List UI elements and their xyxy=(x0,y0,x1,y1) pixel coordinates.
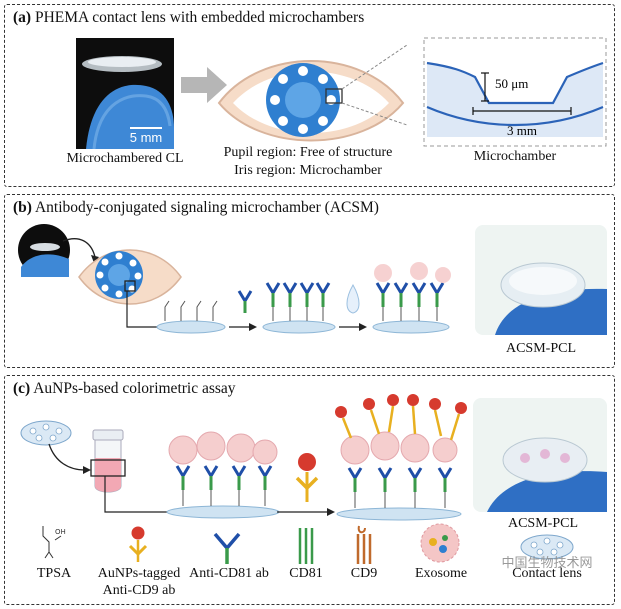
legend-contact-lens: Contact lens xyxy=(512,566,582,581)
exosome-icon xyxy=(420,523,460,563)
microchamber-section: 50 μm 3 mm xyxy=(423,37,607,147)
legend-cd81: CD81 xyxy=(289,566,323,581)
watermark-text: 中国生物技术网 xyxy=(501,556,593,571)
arrow-icon xyxy=(181,67,227,103)
lens-caption: Microchambered CL xyxy=(66,151,184,166)
antibody-icon xyxy=(237,290,253,313)
svg-text:OH: OH xyxy=(55,528,66,536)
tpsa-icon: OH xyxy=(42,526,66,559)
sample-tube xyxy=(90,429,126,493)
chamber-caption: Microchamber xyxy=(473,149,557,164)
panel-c: (c) AuNPs-based colorimetric assay xyxy=(4,375,615,605)
panel-a: (a) PHEMA contact lens with embedded mic… xyxy=(4,4,615,187)
pupil-caption: Pupil region: Free of structure xyxy=(223,145,393,160)
panel-c-title: (c) AuNPs-based colorimetric assay xyxy=(13,380,236,397)
curved-arrow-icon-c xyxy=(48,443,91,474)
aunp-antibody-icon xyxy=(295,453,319,502)
cd9-icon xyxy=(356,525,372,564)
legend-exosome: Exosome xyxy=(414,566,468,581)
acsm-pcl-photo-c xyxy=(473,398,607,512)
legend-anti-cd81: Anti-CD81 ab xyxy=(189,566,269,581)
legend-tpsa: TPSA xyxy=(36,566,72,581)
acsm-pcl-caption-b: ACSM-PCL xyxy=(505,341,577,356)
connector-line xyxy=(126,291,157,328)
legend-aunp-line2: Anti-CD9 ab xyxy=(102,583,176,598)
eye-illustration xyxy=(217,44,408,142)
acsm-pcl-photo xyxy=(475,225,607,335)
scale-bar-label: 5 mm xyxy=(130,130,163,145)
lens-thumbnail xyxy=(18,224,70,277)
panel-b: (b) Antibody-conjugated signaling microc… xyxy=(4,194,615,368)
lens-photo: 5 mm xyxy=(76,38,174,150)
panel-b-title: (b) Antibody-conjugated signaling microc… xyxy=(13,199,379,216)
arrow-icon-c xyxy=(277,508,335,516)
iris-caption: Iris region: Microchamber xyxy=(234,163,382,178)
functionalization-sequence xyxy=(156,262,451,334)
eye-illustration-b xyxy=(78,249,182,305)
curved-arrow-icon xyxy=(62,238,99,263)
contact-lens-legend-icon xyxy=(520,534,574,560)
anti-cd81-icon xyxy=(213,532,241,564)
legend-aunp-line1: AuNPs-tagged xyxy=(97,566,181,581)
contact-lens-icon xyxy=(20,420,72,446)
cd81-icon xyxy=(298,528,314,564)
aunp-legend-icon xyxy=(128,526,148,562)
colorimetric-detection xyxy=(335,394,467,521)
legend-cd9: CD9 xyxy=(350,566,378,581)
depth-label: 50 μm xyxy=(495,76,528,91)
acsm-pcl-caption-c: ACSM-PCL xyxy=(507,516,579,531)
exosome-capture xyxy=(166,431,280,519)
tpsa-linkers xyxy=(164,300,218,321)
panel-a-title: (a) PHEMA contact lens with embedded mic… xyxy=(13,9,365,26)
width-label: 3 mm xyxy=(507,123,537,138)
